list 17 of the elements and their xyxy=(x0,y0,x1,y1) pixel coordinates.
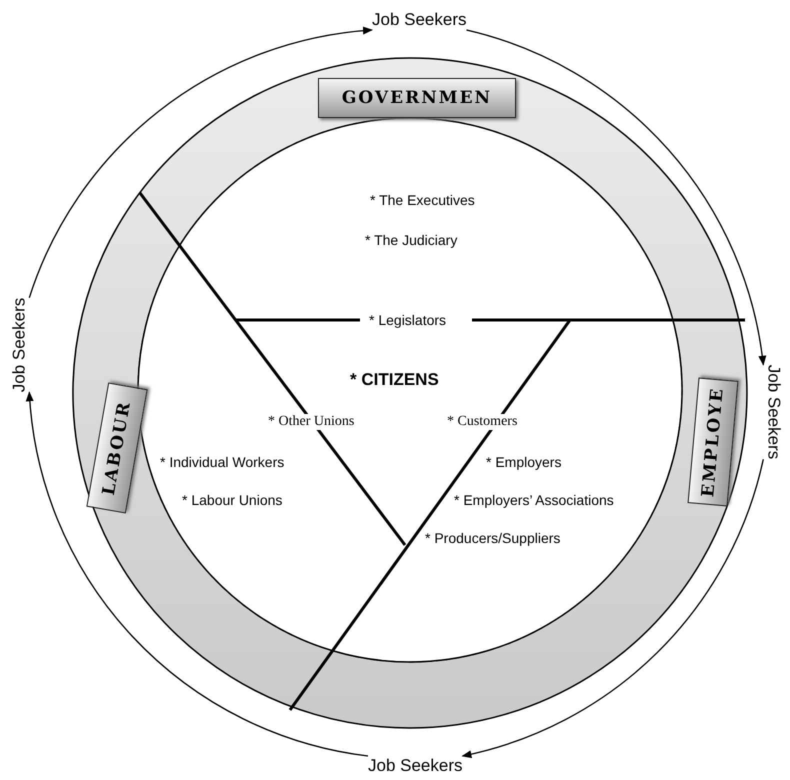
cycle-arrow xyxy=(26,391,368,757)
list-item: * The Judiciary xyxy=(365,232,458,248)
sector-tab: GOVERNMEN xyxy=(318,78,516,118)
job-seekers-label: Job Seekers xyxy=(9,298,30,392)
list-item: * The Executives xyxy=(370,192,475,208)
center-heading: * CITIZENS xyxy=(350,370,439,390)
list-item: * Employers xyxy=(486,454,562,470)
cycle-arrow xyxy=(462,459,764,758)
job-seekers-label: Job Seekers xyxy=(763,364,784,460)
list-item: * Individual Workers xyxy=(160,454,284,470)
list-item: * Employers’ Associations xyxy=(454,492,614,508)
list-item: * Labour Unions xyxy=(182,492,282,508)
cycle-arrow xyxy=(466,29,766,366)
list-item: * Producers/Suppliers xyxy=(425,530,560,546)
job-seekers-label: Job Seekers xyxy=(368,756,462,776)
cycle-arrow xyxy=(28,27,373,298)
job-seekers-label: Job Seekers xyxy=(372,10,466,30)
